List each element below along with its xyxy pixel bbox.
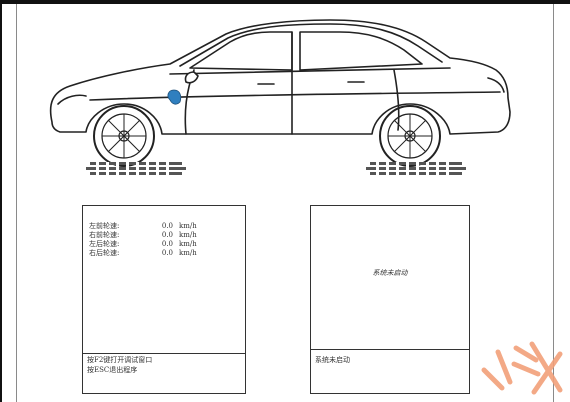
- wheel-speed-row: 左前轮速: 0.0 km/h: [89, 222, 197, 231]
- right-rule: [553, 4, 554, 402]
- wheel-speed-row: 右前轮速: 0.0 km/h: [89, 231, 197, 240]
- status-footer-text: 系统未启动: [315, 356, 350, 364]
- wheel-speed-value: 0.0: [161, 240, 173, 248]
- wheel-speed-label: 右后轮速:: [89, 249, 120, 257]
- wheel-speed-unit: km/h: [179, 222, 197, 230]
- watermark-logo: [481, 341, 563, 395]
- wheel-speed-unit: km/h: [179, 249, 197, 257]
- wheel-speed-label: 右前轮速:: [89, 231, 120, 239]
- wheel-speed-value: 0.0: [161, 222, 173, 230]
- left-rule: [16, 4, 17, 402]
- wheel-speed-value: 0.0: [161, 249, 173, 257]
- wheel-speed-list: 左前轮速: 0.0 km/h 右前轮速: 0.0 km/h 左后轮速: 0.0 …: [89, 222, 197, 258]
- wheel-speed-unit: km/h: [179, 231, 197, 239]
- wheel-speed-unit: km/h: [179, 240, 197, 248]
- wheel-speed-value: 0.0: [161, 231, 173, 239]
- system-status-panel: 系统未启动 系统未启动: [310, 205, 470, 394]
- wheel-speed-panel: 左前轮速: 0.0 km/h 右前轮速: 0.0 km/h 左后轮速: 0.0 …: [82, 205, 246, 394]
- hint-text-f2: 按F2键打开调试窗口: [87, 356, 153, 364]
- car-side-illustration: [49, 19, 511, 175]
- wheel-speed-label: 左后轮速:: [89, 240, 120, 248]
- wheel-speed-row: 左后轮速: 0.0 km/h: [89, 240, 197, 249]
- window-top-border: [0, 0, 570, 4]
- system-status-text: 系统未启动: [372, 269, 408, 277]
- panel-divider: [311, 349, 469, 350]
- wheel-speed-label: 左前轮速:: [89, 222, 120, 230]
- window-left-border: [0, 0, 2, 402]
- hint-text-esc: 按ESC退出程序: [87, 366, 138, 374]
- wheel-speed-row: 右后轮速: 0.0 km/h: [89, 249, 197, 258]
- panel-divider: [83, 353, 245, 354]
